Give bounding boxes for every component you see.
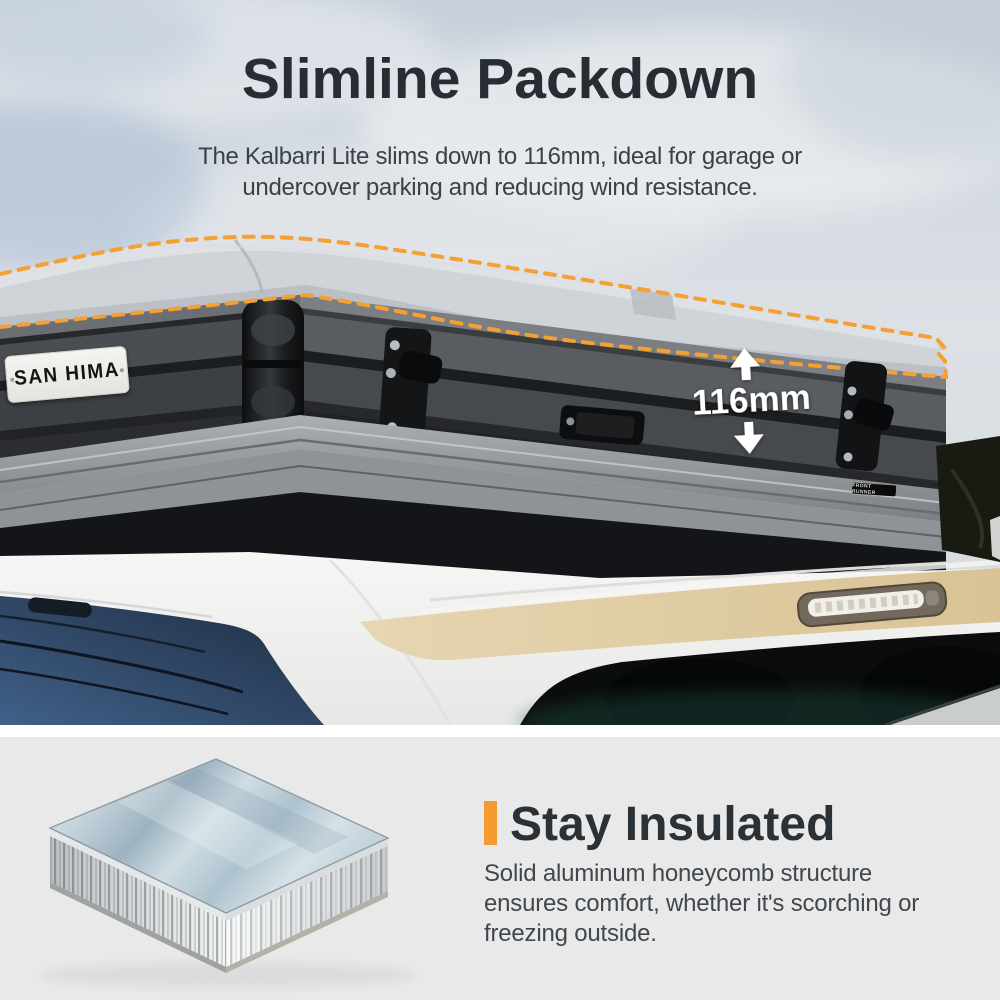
insulation-body-line2: ensures comfort, whether it's scorching … <box>484 890 920 917</box>
section-divider <box>0 725 1000 737</box>
panel-shadow <box>38 962 418 988</box>
tent-handle <box>559 405 645 446</box>
hero-subtitle: The Kalbarri Lite slims down to 116mm, i… <box>0 141 1000 203</box>
insulation-section: Stay Insulated Solid aluminum honeycomb … <box>0 737 1000 1000</box>
arrow-up-icon <box>729 347 761 368</box>
arrow-down-stem <box>743 421 754 436</box>
rack-brand-tag: FRONT RUNNER <box>852 482 897 497</box>
insulation-heading: Stay Insulated <box>510 798 836 851</box>
panel-top-face <box>48 758 390 914</box>
hero-photo-section: Slimline Packdown The Kalbarri Lite slim… <box>0 0 1000 725</box>
plate-screw-right <box>119 367 124 372</box>
measurement-value: 116mm <box>691 377 812 423</box>
rolled-awning <box>936 436 1000 562</box>
tent-latch-right <box>835 361 894 472</box>
tent-hinge <box>242 300 304 442</box>
rear-spoiler <box>360 559 1000 661</box>
height-measurement: 116mm <box>689 345 812 457</box>
rooftop-tent-photo <box>0 0 1000 725</box>
hero-subtitle-line1: The Kalbarri Lite slims down to 116mm, i… <box>198 143 802 170</box>
panel-skin-edges <box>50 828 388 921</box>
side-window <box>0 590 324 725</box>
brand-plate-text: SAN HIMA <box>13 358 121 390</box>
insulation-body: Solid aluminum honeycomb structure ensur… <box>484 859 994 949</box>
packdown-outline-dashes <box>0 234 949 380</box>
insulation-body-line3: freezing outside. <box>484 920 657 947</box>
honeycomb-panel-illustration <box>38 758 418 988</box>
rear-window <box>520 632 1000 725</box>
folded-tent-body <box>0 295 946 492</box>
arrow-down-icon <box>733 434 765 455</box>
honeycomb-core <box>50 835 388 973</box>
insulation-body-line1: Solid aluminum honeycomb structure <box>484 860 873 887</box>
brake-light <box>796 581 948 628</box>
arrow-up-stem <box>740 366 751 381</box>
rack-shadow <box>0 492 946 584</box>
hero-title: Slimline Packdown <box>241 47 759 111</box>
roof-rack <box>0 415 947 552</box>
accent-bar <box>484 801 497 845</box>
hero-subtitle-line2: undercover parking and reducing wind res… <box>242 174 758 201</box>
